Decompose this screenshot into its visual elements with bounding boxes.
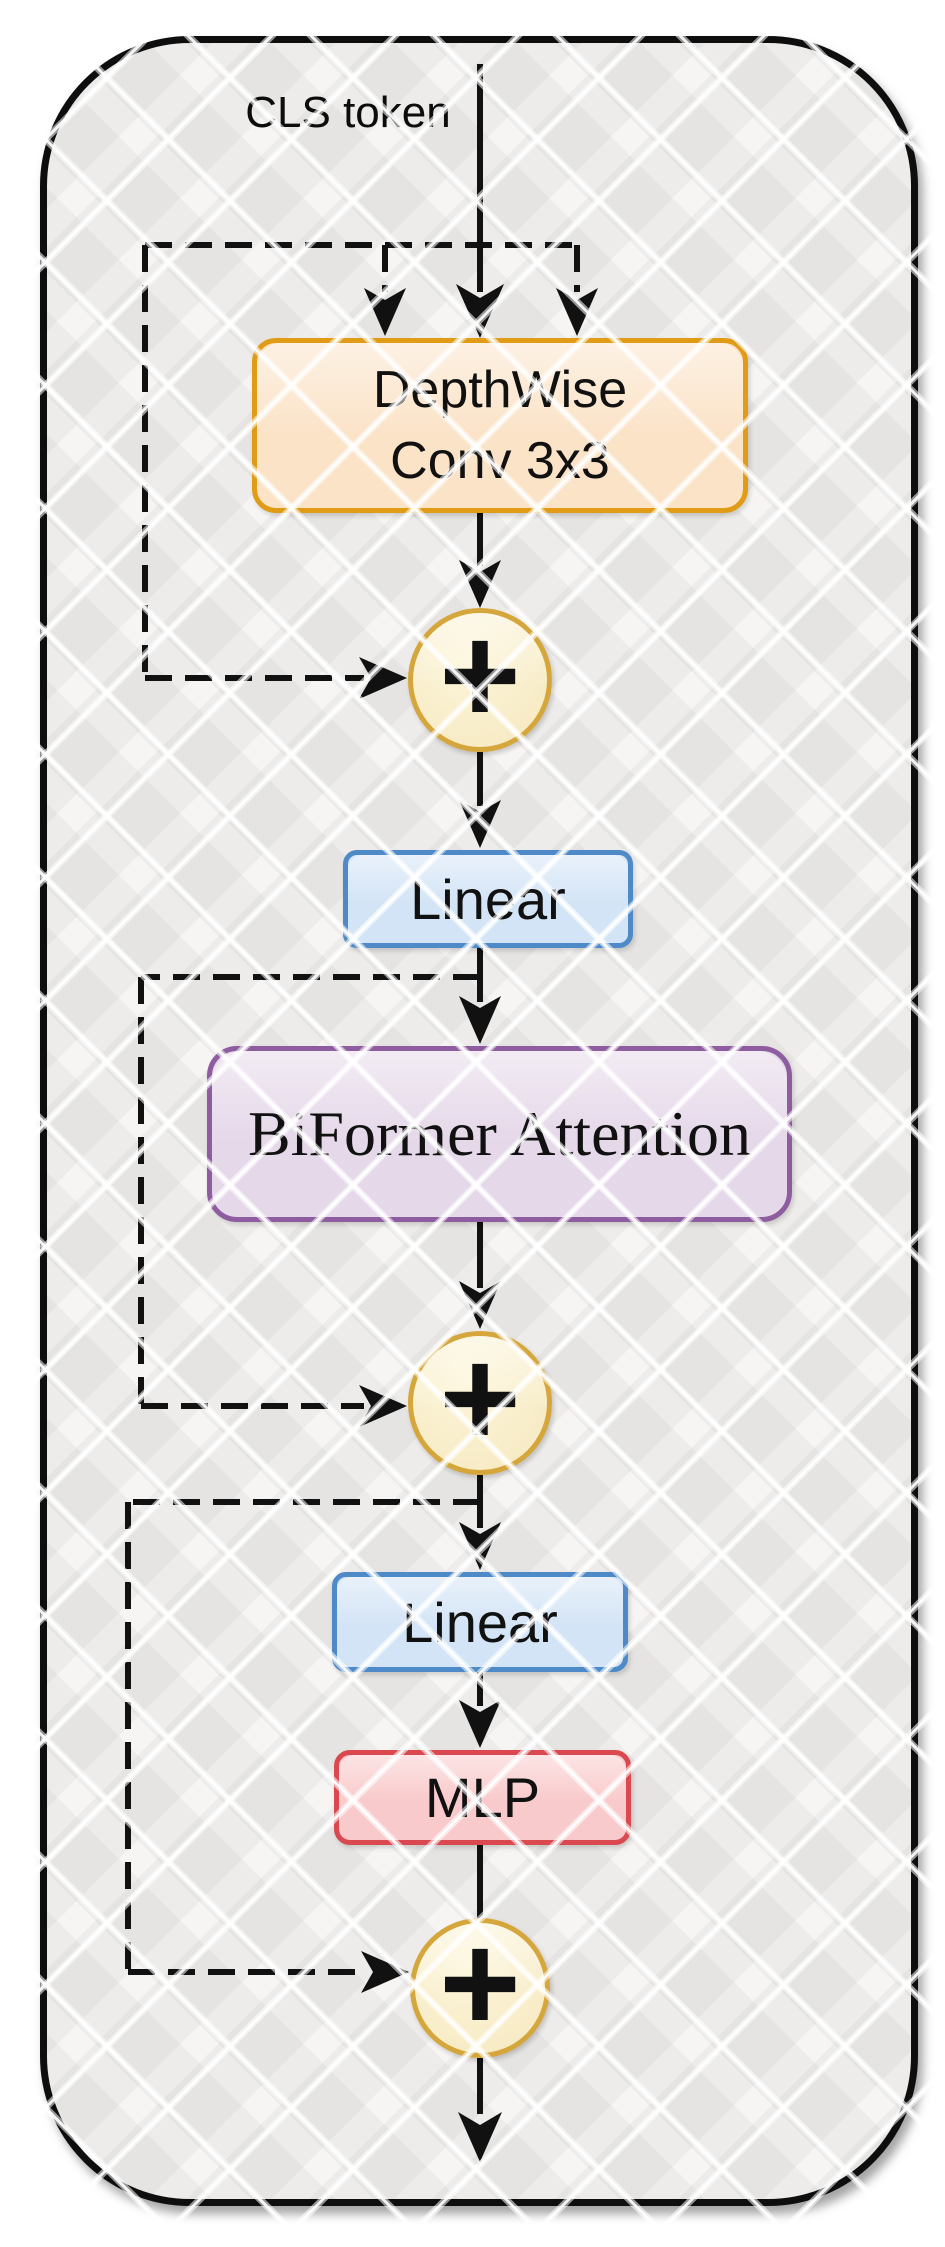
arrowhead-branch-right [556, 288, 598, 336]
arrowhead-into-linear2 [459, 1522, 501, 1570]
mlp-label: MLP [424, 1766, 541, 1829]
arrowhead-into-linear1 [459, 800, 501, 848]
arrowhead-into-attention [459, 996, 501, 1044]
mlp-node: MLP [334, 1750, 631, 1845]
arrowhead-main-into-conv [456, 284, 504, 338]
biformer-attention-label: BiFormer Attention [247, 1098, 752, 1169]
plus-icon: + [439, 1319, 521, 1476]
cls-token-label: CLS token [245, 88, 451, 137]
linear-node-2: Linear [332, 1572, 628, 1672]
add-node-1: + [408, 596, 552, 753]
depthwise-conv-node: DepthWise Conv 3x3 [252, 338, 748, 513]
add-node-2: + [408, 1319, 552, 1476]
depthwise-conv-label-line1: DepthWise [372, 361, 628, 420]
plus-icon: + [439, 596, 521, 753]
arrowhead-skip2 [359, 1385, 407, 1427]
arrowhead-skip3 [361, 1951, 409, 1993]
linear-label: Linear [402, 1590, 558, 1654]
arrowhead-skip1 [359, 657, 407, 699]
add-node-3: + [410, 1904, 550, 2061]
arrowhead-into-mlp [459, 1700, 501, 1748]
biformer-attention-node: BiFormer Attention [207, 1046, 792, 1222]
depthwise-conv-label-line2: Conv 3x3 [390, 431, 610, 490]
linear-label: Linear [410, 867, 566, 931]
arrowhead-output [458, 2112, 502, 2162]
plus-icon: + [439, 1904, 521, 2061]
linear-node-1: Linear [343, 850, 633, 948]
arrowhead-branch-left [364, 288, 406, 336]
